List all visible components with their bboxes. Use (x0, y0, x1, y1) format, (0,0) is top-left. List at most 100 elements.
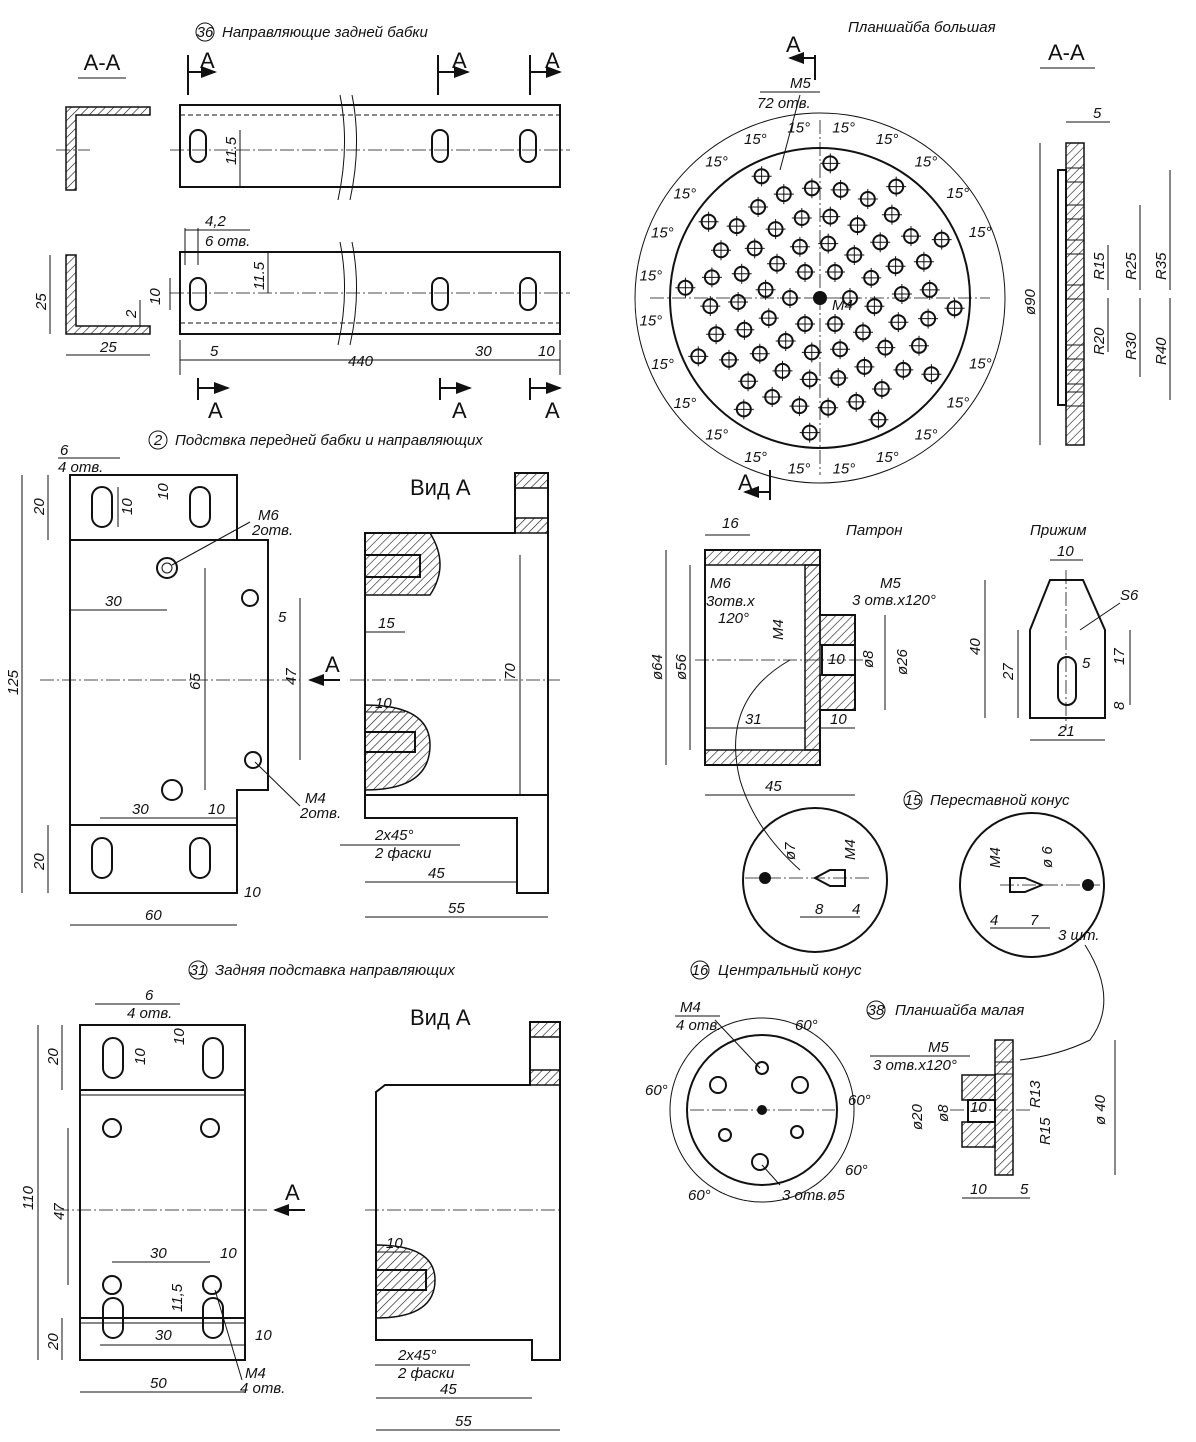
svg-text:М4: М4 (832, 297, 853, 314)
svg-text:10: 10 (208, 801, 225, 818)
svg-text:М6: М6 (710, 575, 731, 592)
rail-angle-section (65, 106, 151, 191)
svg-text:440: 440 (348, 353, 374, 370)
svg-text:31: 31 (745, 711, 762, 728)
svg-text:ø20: ø20 (909, 1103, 926, 1130)
svg-text:А: А (285, 1180, 300, 1205)
svg-text:47: 47 (283, 668, 300, 685)
front-stand-drawing: 2 Подствка передней бабки и направляющих… (5, 430, 560, 926)
svg-text:М6: М6 (258, 507, 279, 524)
svg-text:6 отв.: 6 отв. (205, 233, 250, 250)
svg-text:Вид А: Вид А (410, 1005, 471, 1030)
svg-text:27: 27 (1000, 663, 1017, 681)
svg-text:10: 10 (970, 1099, 987, 1116)
angle-label: 15° (651, 224, 674, 241)
angle-label: 15° (969, 224, 992, 241)
svg-text:20: 20 (31, 853, 48, 871)
svg-text:ø 6: ø 6 (1039, 846, 1056, 868)
angle-label: 15° (947, 395, 970, 412)
svg-text:ø8: ø8 (860, 650, 877, 668)
svg-text:7: 7 (1030, 912, 1039, 929)
rail-slot (519, 277, 537, 311)
svg-text:А: А (452, 398, 467, 423)
svg-text:М4: М4 (842, 839, 859, 860)
svg-text:55: 55 (448, 900, 465, 917)
svg-text:Центральный конус: Центральный конус (718, 962, 862, 979)
svg-text:М4: М4 (245, 1365, 266, 1382)
rail-angle-section-2 (65, 254, 151, 335)
svg-text:45: 45 (440, 1381, 457, 1398)
angle-label: 15° (788, 461, 811, 478)
front-view-a-body (364, 472, 549, 894)
svg-text:2x45°: 2x45° (397, 1347, 437, 1364)
angle-label: 15° (744, 131, 767, 148)
svg-text:2: 2 (153, 432, 163, 449)
svg-text:4,2: 4,2 (205, 213, 227, 230)
angle-label: 15° (787, 120, 810, 137)
svg-text:15: 15 (905, 792, 922, 809)
angle-label: 15° (651, 356, 674, 373)
svg-text:М4: М4 (770, 619, 787, 640)
svg-text:ø64: ø64 (649, 654, 666, 680)
svg-text:11.5: 11.5 (251, 261, 268, 290)
svg-text:60: 60 (145, 907, 162, 924)
svg-text:5: 5 (278, 609, 287, 626)
svg-text:5: 5 (210, 343, 219, 360)
front-stand-plate (69, 474, 269, 894)
angle-labels: 15°15°15°15°15°15°15°15°15°15°15°15°15°1… (640, 120, 992, 478)
angle-label: 15° (969, 356, 992, 373)
svg-text:70: 70 (502, 663, 519, 680)
svg-text:55: 55 (455, 1413, 472, 1430)
svg-text:2 фаски: 2 фаски (397, 1365, 455, 1382)
svg-text:72 отв.: 72 отв. (757, 95, 811, 112)
svg-text:R30: R30 (1123, 332, 1140, 360)
svg-text:10: 10 (147, 288, 164, 305)
svg-text:2отв.: 2отв. (299, 805, 341, 822)
svg-text:21: 21 (1057, 723, 1075, 740)
movable-cone-bubble (959, 812, 1105, 958)
svg-text:ø7: ø7 (782, 842, 799, 860)
svg-text:R40: R40 (1153, 337, 1170, 365)
svg-text:Переставной конус: Переставной конус (930, 792, 1070, 809)
rail-number-circle (195, 22, 215, 42)
svg-text:30: 30 (105, 593, 122, 610)
svg-text:Прижим: Прижим (1030, 522, 1087, 539)
svg-text:А: А (738, 470, 753, 495)
svg-text:16: 16 (722, 515, 739, 532)
svg-text:Планшайба малая: Планшайба малая (895, 1002, 1024, 1019)
angle-label: 15° (876, 449, 899, 466)
svg-text:3 отв.ø5: 3 отв.ø5 (782, 1187, 846, 1204)
svg-text:4 отв.: 4 отв. (127, 1005, 172, 1022)
angle-label: 15° (915, 153, 938, 170)
svg-text:25: 25 (33, 293, 50, 311)
angle-label: 15° (915, 426, 938, 443)
svg-text:М5: М5 (790, 75, 811, 92)
center-cone-circle (686, 1034, 838, 1186)
svg-text:10: 10 (155, 483, 172, 500)
rail-slot (431, 129, 449, 163)
svg-text:М4: М4 (305, 790, 326, 807)
svg-text:Планшайба большая: Планшайба большая (848, 19, 996, 36)
svg-text:А: А (545, 398, 560, 423)
svg-text:17: 17 (1111, 648, 1128, 665)
svg-text:110: 110 (20, 1185, 37, 1210)
svg-text:30: 30 (132, 801, 149, 818)
svg-text:10: 10 (828, 651, 845, 668)
svg-text:5: 5 (1082, 655, 1091, 672)
rear-stand-drawing: 31 Задняя подставка направляющих 110 20 … (20, 960, 561, 1431)
faceplate-holes (675, 153, 965, 443)
angle-label: 15° (673, 185, 696, 202)
clamp-drawing: Прижим 10 S6 40 27 5 17 8 21 (967, 522, 1139, 741)
svg-text:3отв.х: 3отв.х (706, 593, 755, 610)
svg-text:R35: R35 (1153, 252, 1170, 280)
svg-text:М5: М5 (880, 575, 901, 592)
svg-text:4: 4 (990, 912, 998, 929)
svg-text:5: 5 (1020, 1181, 1029, 1198)
svg-text:2 фаски: 2 фаски (374, 845, 432, 862)
svg-text:А: А (200, 48, 215, 73)
svg-text:10: 10 (171, 1028, 188, 1045)
svg-text:50: 50 (150, 1375, 167, 1392)
svg-text:65: 65 (187, 673, 204, 690)
svg-text:47: 47 (51, 1203, 68, 1220)
